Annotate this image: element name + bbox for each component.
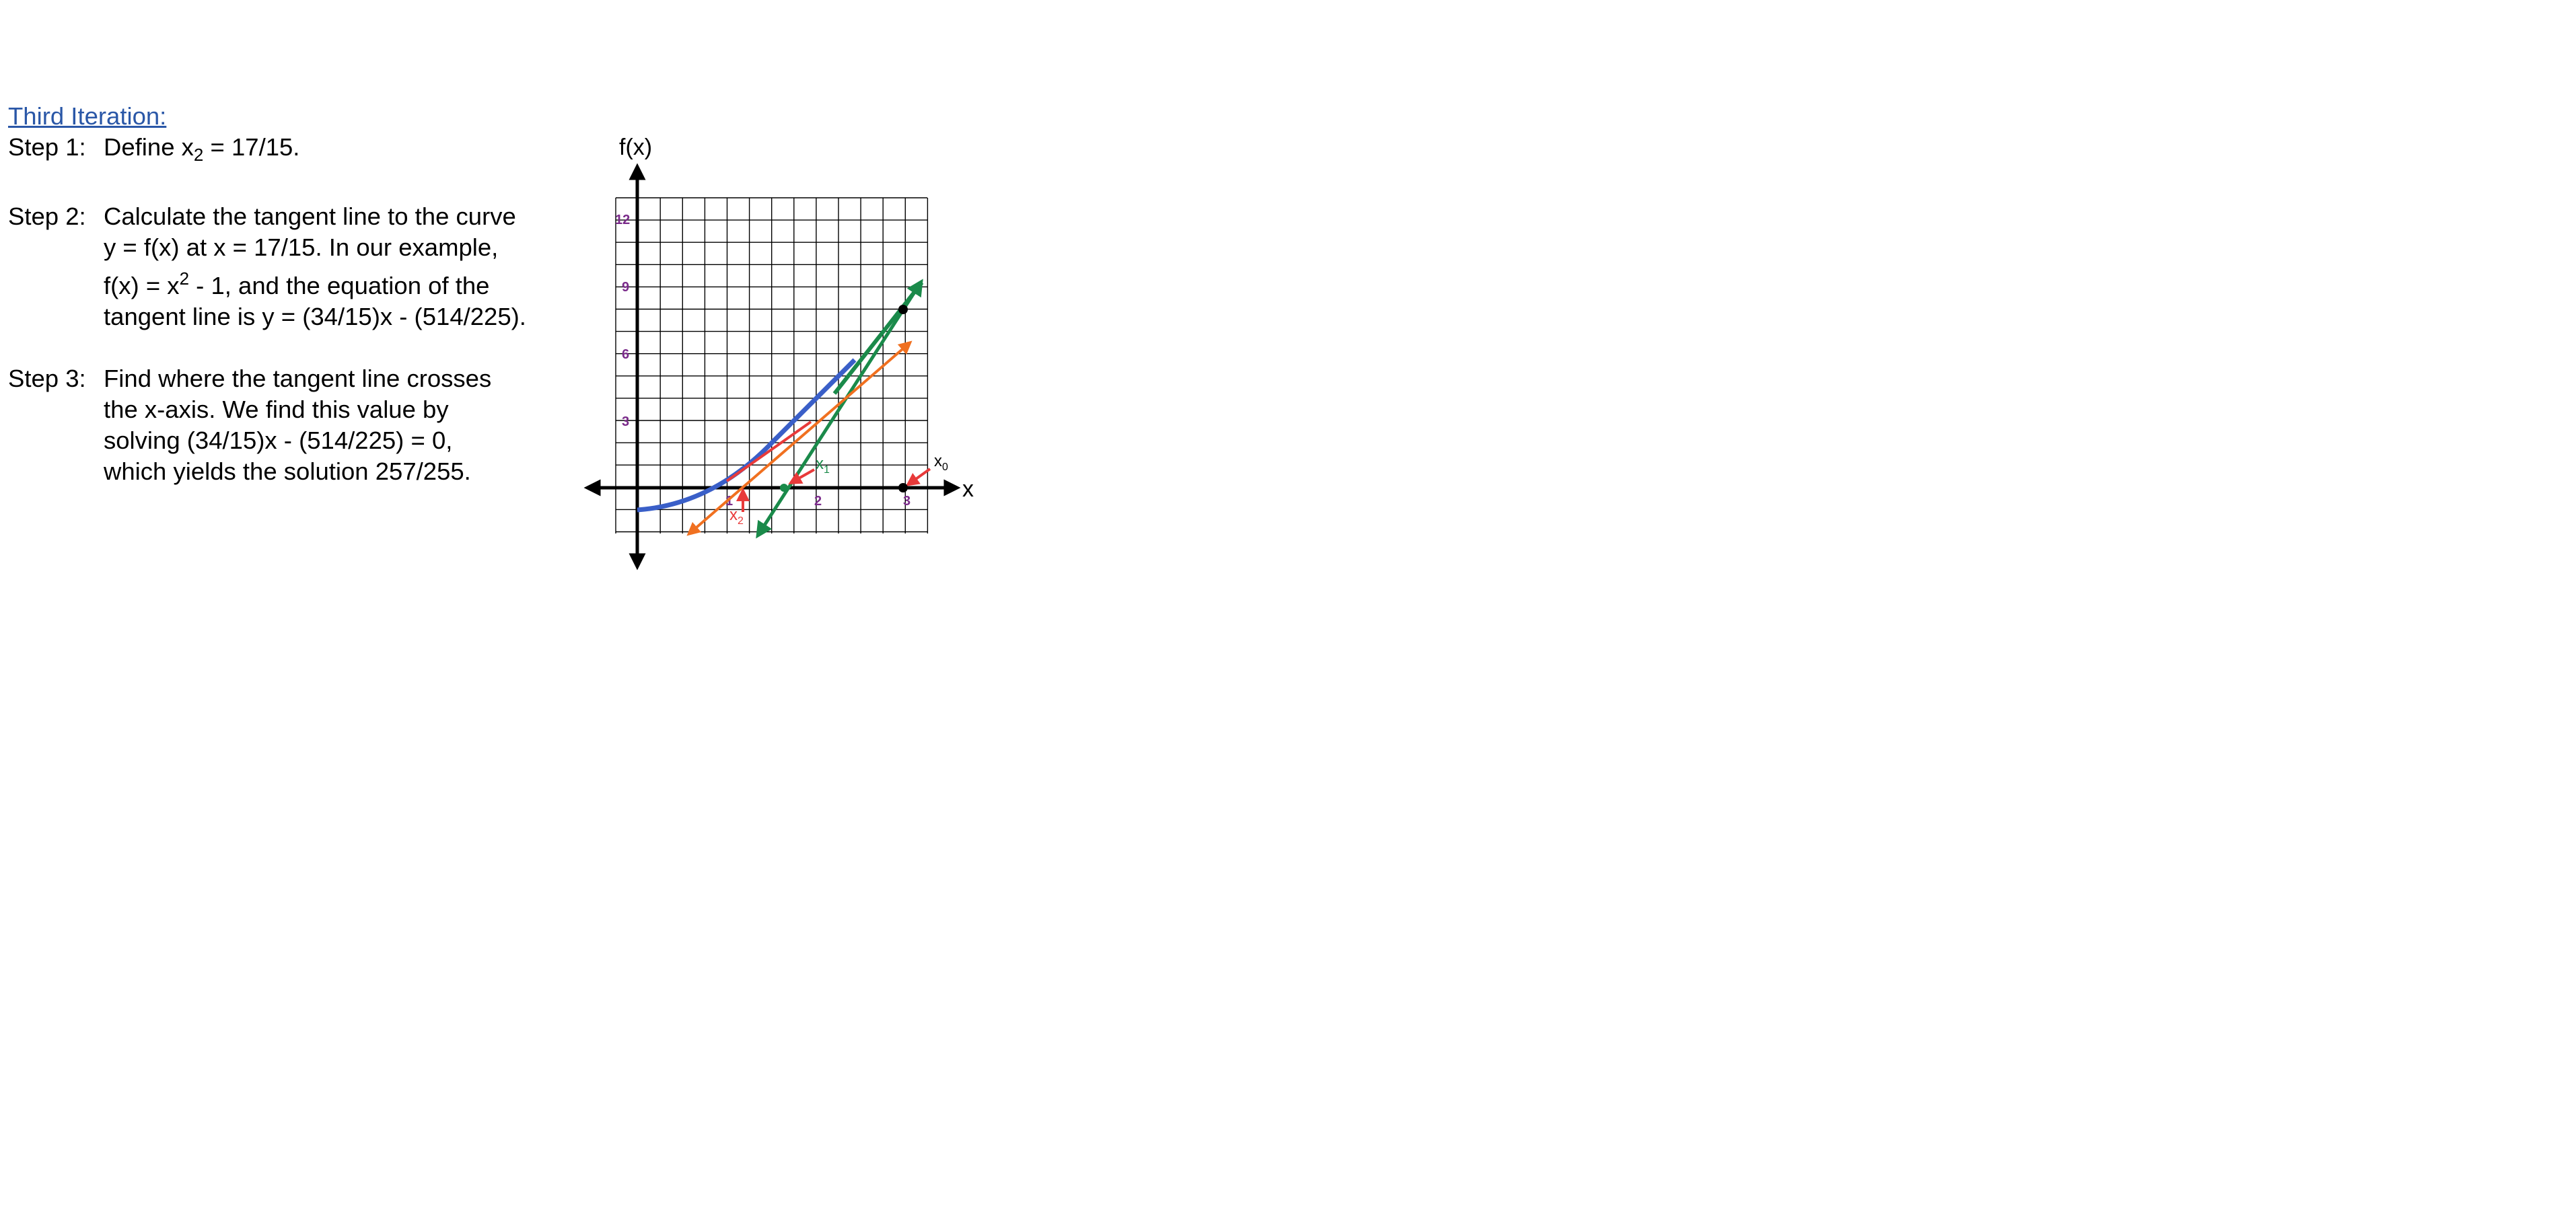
point-x0-on-curve (898, 305, 908, 314)
step-3: Step 3: Find where the tangent line cros… (8, 363, 560, 487)
step-2-line-4: tangent line is y = (34/15)x - (514/225)… (104, 303, 526, 330)
x1-label: x1 (816, 455, 830, 476)
tangent-line-x0-extension (832, 281, 924, 395)
step-2-line-2: y = f(x) at x = 17/15. In our example, (104, 233, 499, 261)
step-3-line-2: the x-axis. We find this value by (104, 396, 449, 423)
x-tick-label: 3 (903, 494, 910, 509)
step-2-line-1: Calculate the tangent line to the curve (104, 202, 516, 230)
newton-method-graph: f(x) x 12 9 6 3 1 2 3 x0 x1 x2 (583, 135, 974, 570)
step-3-line-3: solving (34/15)x - (514/225) = 0, (104, 427, 453, 454)
y-tick-label: 12 (615, 213, 630, 227)
step-1: Step 1: Define x2 = 17/15. (8, 132, 560, 170)
step-1-line: Define x2 = 17/15. (104, 133, 300, 165)
x0-label: x0 (934, 452, 948, 473)
point-x0 (898, 483, 908, 492)
step-2-label: Step 2: (8, 202, 86, 230)
y-tick-label: 3 (622, 414, 629, 429)
tangent-line-x2 (725, 420, 812, 482)
y-tick-label: 6 (622, 347, 629, 362)
tangent-line-x0 (756, 279, 923, 539)
point-x1 (780, 484, 788, 492)
x0-pointer-arrow (905, 468, 931, 486)
step-3-label: Step 3: (8, 365, 86, 392)
explanation-text: Third Iteration: Step 1: Define x2 = 17/… (8, 101, 560, 487)
x-axis-label: x (962, 476, 974, 502)
step-2-line-3: f(x) = x2 - 1, and the equation of the (104, 268, 490, 299)
step-3-line-1: Find where the tangent line crosses (104, 365, 492, 392)
y-axis-label: f(x) (619, 135, 652, 160)
step-1-label: Step 1: (8, 133, 86, 161)
step-2: Step 2: Calculate the tangent line to th… (8, 201, 560, 332)
x1-pointer-arrow (788, 468, 815, 484)
step-3-line-4: which yields the solution 257/255. (104, 457, 471, 485)
y-tick-label: 9 (622, 280, 629, 295)
tangent-line-x1 (686, 340, 913, 536)
x2-label: x2 (729, 506, 744, 527)
x-tick-label: 2 (814, 494, 822, 509)
section-heading: Third Iteration: (8, 102, 167, 130)
graph-grid (615, 197, 929, 533)
